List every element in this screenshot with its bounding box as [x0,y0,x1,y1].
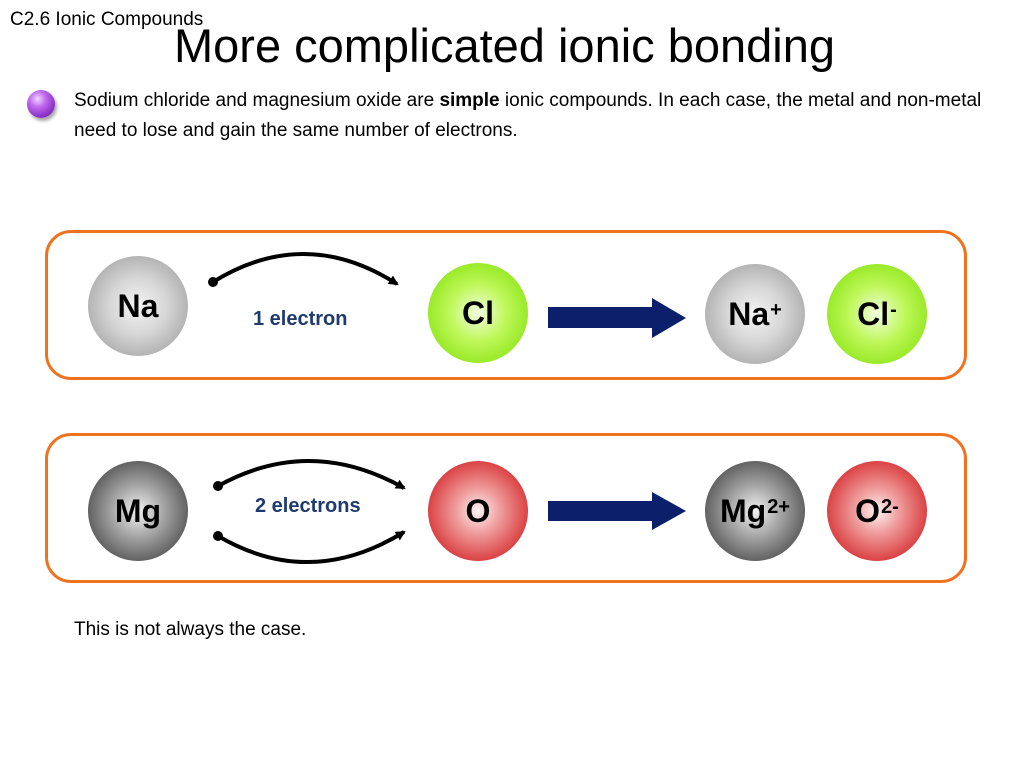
magnesium-ion-charge: 2+ [767,496,790,518]
slide-title: More complicated ionic bonding [174,19,835,72]
electron-arrow-curve [211,252,399,286]
intro-text-end: ionic compounds. In each case, the metal… [74,90,982,141]
chloride-ion-charge: - [890,299,897,321]
electron-transfer-arrow [213,530,406,565]
sodium-ion-charge: + [770,299,782,321]
electron-arrow-curve [217,459,406,490]
sodium-atom: Na [88,256,188,356]
reaction-arrow [548,298,686,338]
chlorine-atom: Cl [428,263,528,363]
magnesium-atom-symbol: Mg [114,492,162,529]
intro-text: Sodium chloride and magnesium oxide are … [74,86,984,146]
chlorine-atom-symbol: Cl [462,294,494,331]
electron-arrow-curve [216,530,406,565]
sodium-chloride-panel [45,230,967,380]
chloride-ion-symbol: Cl [857,295,890,332]
intro-text-bold: simple [439,90,500,111]
sodium-ion-symbol: Na [728,295,770,332]
bullet-sphere-icon [27,90,55,118]
chloride-ion: Cl- [827,264,927,364]
reaction-arrow [548,492,686,530]
oxide-ion-symbol: O [855,492,881,529]
magnesium-oxide-panel [45,433,967,583]
oxygen-atom: O [428,461,528,561]
sodium-atom-symbol: Na [117,287,159,324]
magnesium-atom: Mg [88,461,188,561]
electron-transfer-arrow [213,459,406,491]
course-label: C2.6 Ionic Compounds [10,9,204,30]
sodium-ion: Na+ [705,264,805,364]
closing-note: This is not always the case. [74,619,307,640]
electron-transfer-label: 1 electron [253,308,348,330]
electron-transfer-label: 2 electrons [255,495,361,517]
oxide-ion-charge: 2- [881,496,899,518]
electron-transfer-arrow [208,252,399,287]
magnesium-ion-symbol: Mg [719,492,767,529]
oxygen-atom-symbol: O [465,492,491,529]
intro-text-start: Sodium chloride and magnesium oxide are [74,90,440,111]
